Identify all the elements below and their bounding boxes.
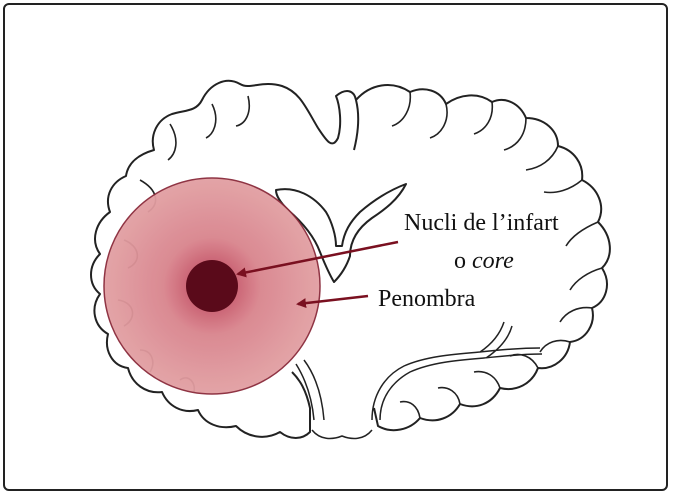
core-label-prefix: o: [454, 248, 472, 274]
internal-lines: [296, 322, 542, 438]
core-label-line1: Nucli de l’infart: [404, 210, 559, 236]
infarct-core: [186, 260, 238, 312]
core-label-line2: o core: [454, 248, 514, 274]
penumbra-label: Penombra: [378, 286, 476, 312]
core-label-italic: core: [472, 248, 514, 274]
